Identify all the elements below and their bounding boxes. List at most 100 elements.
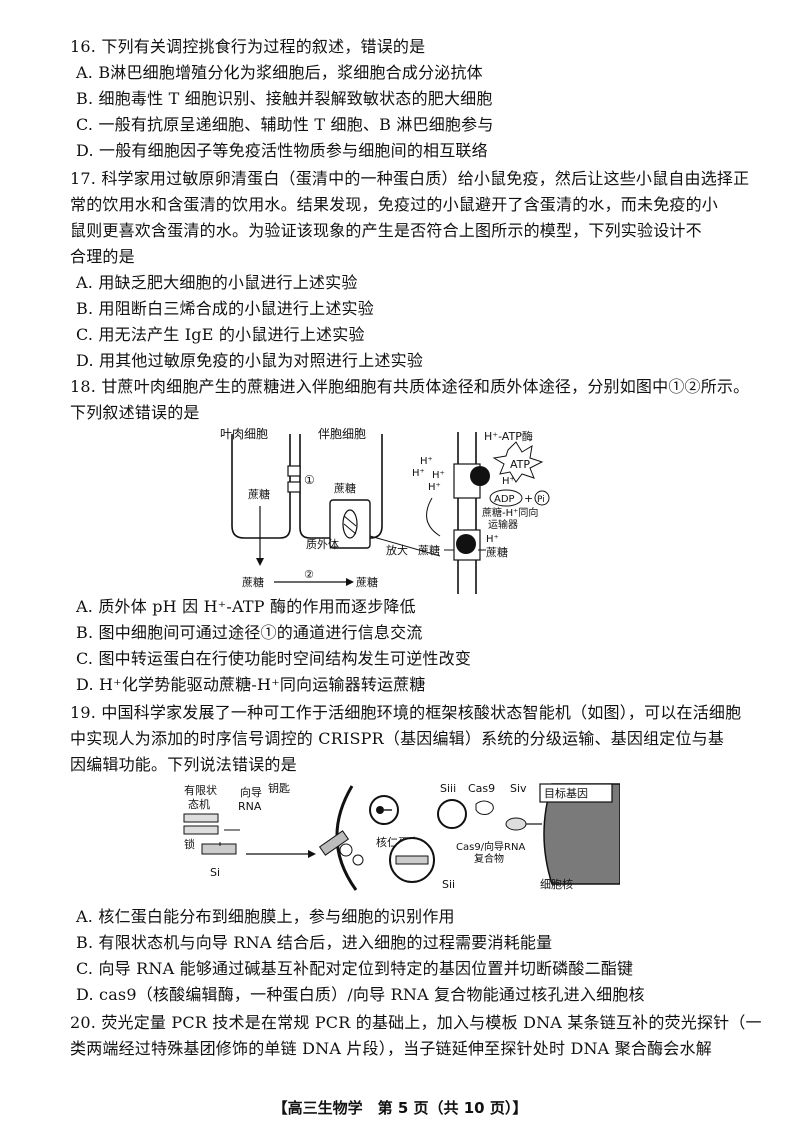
apoplast-label: 质外体 bbox=[306, 537, 339, 551]
question-18-stem-line: 下列叙述错误的是 bbox=[70, 403, 200, 422]
adp-icon bbox=[489, 489, 523, 507]
hplus-label: H⁺ bbox=[502, 476, 515, 487]
arrow-head-icon bbox=[308, 850, 316, 858]
question-17-stem-line: 鼠则更喜欢含蛋清的水。为验证该现象的产生是否符合上图所示的模型，下列实验设计不 bbox=[70, 221, 702, 240]
sucrose-label: 蔗糖 bbox=[486, 545, 508, 559]
question-19-stem-line: 19. 中国科学家发展了一种可工作于活细胞环境的框架核酸状态智能机（如图），可以… bbox=[70, 703, 742, 722]
magnify-label: 放大 bbox=[386, 543, 408, 557]
target-gene-box bbox=[539, 783, 613, 803]
transporter-icon bbox=[342, 509, 358, 539]
sucrose-label: 蔗糖 bbox=[334, 481, 356, 495]
question-19-option-a: A. 核仁蛋白能分布到细胞膜上，参与细胞的识别作用 bbox=[76, 907, 455, 926]
question-18-option-c: C. 图中转运蛋白在行使功能时空间结构发生可逆性改变 bbox=[76, 649, 472, 668]
symporter-label-2: 运输器 bbox=[488, 518, 518, 531]
plus-label: + bbox=[524, 492, 533, 505]
question-18-options: A. 质外体 pH 因 H⁺-ATP 酶的作用而逐步降低 B. 图中细胞间可通过… bbox=[70, 594, 770, 698]
sucrose-label: 蔗糖 bbox=[418, 543, 440, 557]
fsm-icon bbox=[183, 813, 219, 823]
guide-rna-label-1: 向导 bbox=[240, 785, 262, 799]
key-icon bbox=[376, 806, 384, 814]
question-19-stem-line: 中实现人为添加的时序信号调控的 CRISPR（基因编辑）系统的分级运输、基因组定… bbox=[70, 729, 725, 748]
state-machine-figure: 有限状 态机 锁 Si 向导 RNA 钥匙 bbox=[180, 780, 620, 892]
nucleus-label: 细胞核 bbox=[540, 877, 573, 891]
question-17-option-d: D. 用其他过敏原免疫的小鼠为对照进行上述实验 bbox=[76, 351, 424, 370]
question-18-stem-line: 18. 甘蔗叶肉细胞产生的蔗糖进入伴胞细胞有共质体途径和质外体途径，分别如图中①… bbox=[70, 377, 750, 396]
mesophyll-label: 叶肉细胞 bbox=[220, 427, 268, 441]
question-19: 19. 中国科学家发展了一种可工作于活细胞环境的框架核酸状态智能机（如图），可以… bbox=[70, 700, 770, 778]
state-sii-label: Sii bbox=[442, 878, 455, 891]
question-17-option-b: B. 用阻断白三烯合成的小鼠进行上述实验 bbox=[76, 299, 374, 318]
hplus-label: H⁺ bbox=[486, 534, 499, 545]
adp-label: ADP bbox=[494, 494, 515, 505]
key-label: 钥匙 bbox=[268, 781, 290, 795]
endocytosis-icon bbox=[318, 830, 364, 866]
vesicle-icon bbox=[437, 799, 467, 829]
channel-icon bbox=[287, 481, 301, 493]
cas9-label: Cas9 bbox=[468, 782, 495, 795]
arrow-head-icon bbox=[256, 558, 264, 566]
pi-icon bbox=[534, 490, 550, 506]
magnify-line bbox=[369, 535, 441, 557]
sucrose-label: 蔗糖 bbox=[248, 487, 270, 501]
hatch-line bbox=[343, 523, 357, 535]
hplus-label: H⁺ bbox=[412, 468, 425, 479]
atp-burst-icon bbox=[492, 441, 544, 483]
question-17: 17. 科学家用过敏原卵清蛋白（蛋清中的一种蛋白质）给小鼠免疫，然后让这些小鼠自… bbox=[70, 166, 770, 374]
state-siv-label: Siv bbox=[510, 782, 527, 795]
locked-fsm-icon bbox=[201, 843, 237, 855]
symporter-label-1: 蔗糖-H⁺同向 bbox=[482, 506, 538, 519]
question-19-options: A. 核仁蛋白能分布到细胞膜上，参与细胞的识别作用 B. 有限状态机与向导 RN… bbox=[70, 904, 770, 1008]
question-16-option-a: A. B淋巴细胞增殖分化为浆细胞后，浆细胞合成分泌抗体 bbox=[76, 63, 483, 82]
atp-label: ATP bbox=[510, 458, 530, 471]
fsm-icon bbox=[183, 825, 219, 835]
question-16-option-c: C. 一般有抗原呈递细胞、辅助性 T 细胞、B 淋巴细胞参与 bbox=[76, 115, 494, 134]
question-19-option-c: C. 向导 RNA 能够通过碱基互补配对定位到特定的基因位置并切断磷酸二酯键 bbox=[76, 959, 634, 978]
fsm-icon bbox=[395, 855, 429, 865]
question-18-option-d: D. H⁺化学势能驱动蔗糖-H⁺同向运输器转运蔗糖 bbox=[76, 675, 426, 694]
sucrose-label: 蔗糖 bbox=[242, 575, 264, 589]
question-20: 20. 荧光定量 PCR 技术是在常规 PCR 的基础上，加入与模板 DNA 某… bbox=[70, 1010, 770, 1062]
question-17-stem-line: 常的饮用水和含蛋清的饮用水。结果发现，免疫过的小鼠避开了含蛋清的水，而未免疫的小 bbox=[70, 195, 719, 214]
question-18: 18. 甘蔗叶肉细胞产生的蔗糖进入伴胞细胞有共质体途径和质外体途径，分别如图中①… bbox=[70, 374, 770, 426]
hplus-label: H⁺ bbox=[428, 482, 441, 493]
complex-label-1: Cas9/向导RNA bbox=[456, 840, 525, 853]
state-si-label: Si bbox=[210, 866, 220, 879]
channel-icon bbox=[287, 465, 301, 477]
state-siii-label: Siii bbox=[440, 782, 456, 795]
cas9-cloud-icon bbox=[475, 800, 494, 815]
path-2-label: ② bbox=[304, 568, 314, 581]
mesophyll-cell-wall bbox=[231, 434, 291, 539]
question-18-option-a: A. 质外体 pH 因 H⁺-ATP 酶的作用而逐步降低 bbox=[76, 597, 416, 616]
atpase-label: H⁺-ATP酶 bbox=[484, 430, 533, 443]
question-19-stem-line: 因编辑功能。下列说法错误的是 bbox=[70, 755, 297, 774]
lock-label: 锁 bbox=[184, 837, 195, 851]
question-17-stem-line: 合理的是 bbox=[70, 247, 135, 266]
question-19-option-d: D. cas9（核酸编辑酶，一种蛋白质）/向导 RNA 复合物能通过核孔进入细胞… bbox=[76, 985, 645, 1004]
fsm-label-1: 有限状 bbox=[184, 783, 217, 797]
question-18-option-b: B. 图中细胞间可通过途径①的通道进行信息交流 bbox=[76, 623, 423, 642]
sucrose-label: 蔗糖 bbox=[356, 575, 378, 589]
complex-icon bbox=[505, 817, 527, 831]
question-20-stem-line: 类两端经过特殊基团修饰的单链 DNA 片段），当子链延伸至探针处时 DNA 聚合… bbox=[70, 1039, 712, 1058]
companion-label: 伴胞细胞 bbox=[318, 427, 366, 441]
arrow-head-icon bbox=[346, 578, 354, 586]
symporter-icon bbox=[456, 534, 476, 554]
page-footer: 【高三生物学 第 5 页（共 10 页）】 bbox=[272, 1099, 528, 1117]
question-17-option-c: C. 用无法产生 IgE 的小鼠进行上述实验 bbox=[76, 325, 365, 344]
fsm-label-2: 态机 bbox=[188, 797, 210, 811]
complex-label-2: 复合物 bbox=[474, 852, 504, 865]
sucrose-transport-figure: 叶肉细胞 伴胞细胞 ① 蔗糖 蔗糖 质外体 蔗糖 ② 蔗糖 放大 bbox=[210, 426, 570, 596]
question-16-option-b: B. 细胞毒性 T 细胞识别、接触并裂解致敏状态的肥大细胞 bbox=[76, 89, 493, 108]
pi-label: Pi bbox=[537, 495, 545, 505]
question-16-option-d: D. 一般有细胞因子等免疫活性物质参与细胞间的相互联络 bbox=[76, 141, 488, 160]
question-17-stem-line: 17. 科学家用过敏原卵清蛋白（蛋清中的一种蛋白质）给小鼠免疫，然后让这些小鼠自… bbox=[70, 169, 750, 188]
hplus-label: H⁺ bbox=[420, 456, 433, 467]
h-return-arrow bbox=[426, 497, 441, 537]
question-17-option-a: A. 用缺乏肥大细胞的小鼠进行上述实验 bbox=[76, 273, 358, 292]
path-1-label: ① bbox=[304, 473, 315, 487]
hplus-label: H⁺ bbox=[432, 470, 445, 481]
atpase-icon bbox=[470, 466, 490, 486]
question-16-stem: 16. 下列有关调控挑食行为过程的叙述，错误的是 bbox=[70, 37, 426, 56]
guide-rna-label-2: RNA bbox=[238, 800, 262, 813]
